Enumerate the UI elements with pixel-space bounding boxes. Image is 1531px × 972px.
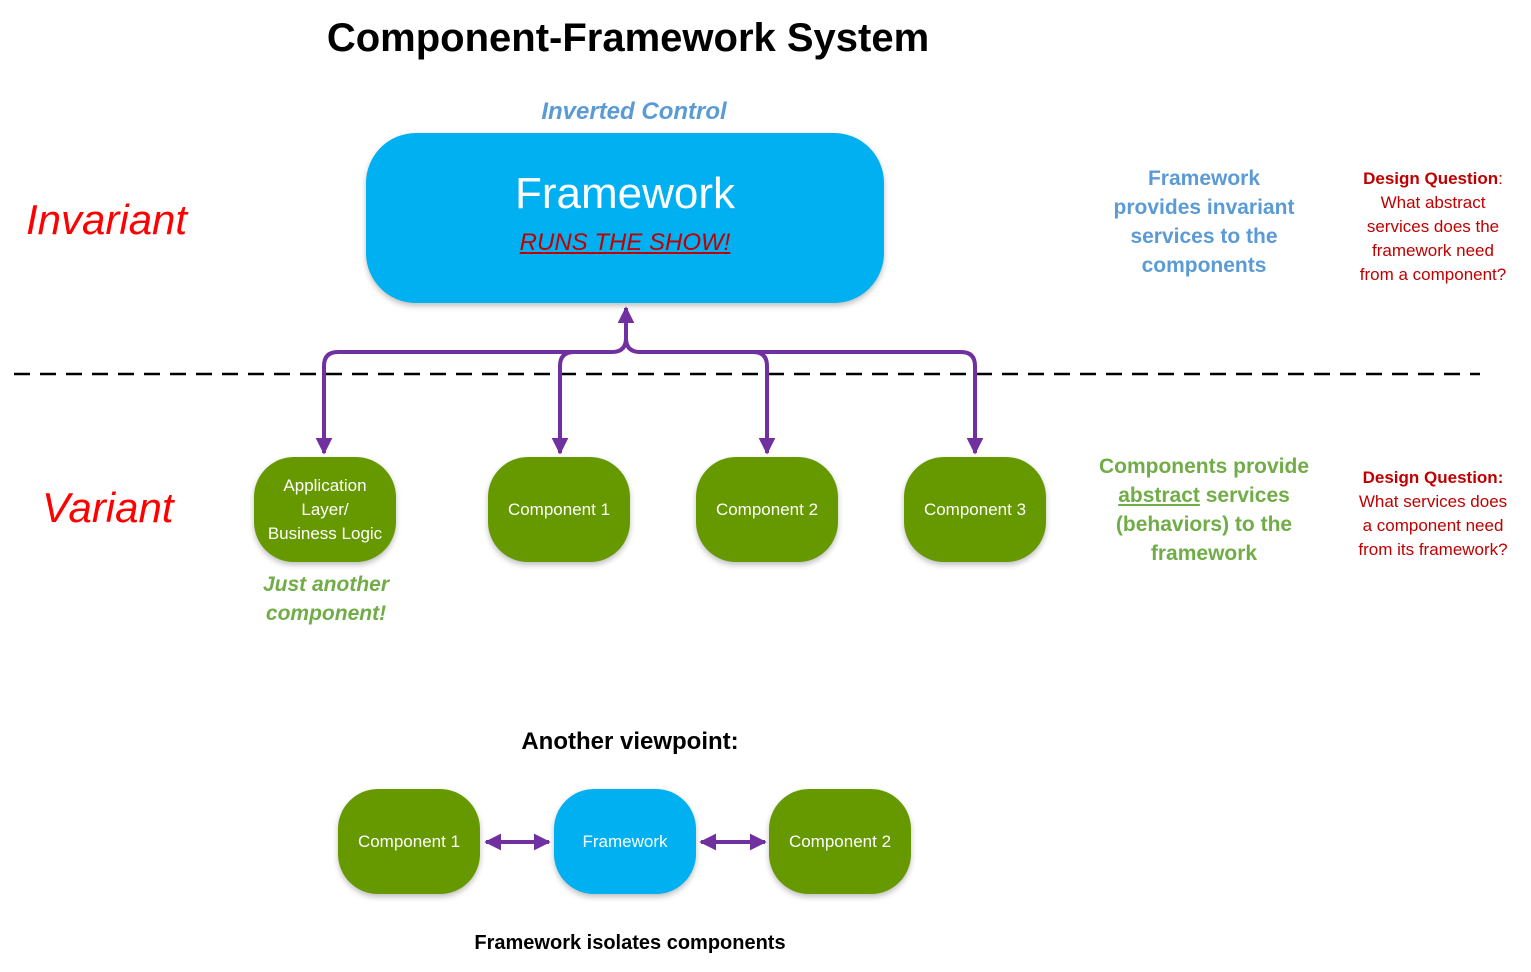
just-another-line-1: Just another [262,573,390,596]
framework-description-line: Framework [1147,167,1261,190]
just-another-line-2: component! [265,602,387,625]
viewpoint-component-2-label: Component 2 [788,831,892,851]
framework-isolates-caption: Framework isolates components [474,932,786,954]
component-2-label: Component 2 [715,499,819,519]
design-question-heading: Design Question [1363,169,1499,188]
just-another-component-note: Just another component! [226,570,426,628]
application-layer-line-2: Layer/ [301,499,349,519]
design-question-framework: Design Question: What abstract services … [1338,167,1528,287]
diagram-title: Component-Framework System [326,16,930,60]
components-description: Components provide abstract services (be… [1094,452,1314,568]
invariant-label: Invariant [26,196,188,243]
another-viewpoint-heading: Another viewpoint: [521,728,739,755]
application-layer-box: Application Layer/ Business Logic [254,457,396,562]
viewpoint-component-1-box: Component 1 [338,789,480,894]
arrow-to-component-3 [753,350,984,455]
components-description-line: Components provide [1098,455,1309,478]
viewpoint-framework-label: Framework [582,831,668,851]
arrow-to-application-layer [315,337,628,455]
framework-subtitle: RUNS THE SHOW! [519,229,731,256]
arrow-to-component-1 [551,350,612,455]
application-layer-line-1: Application [283,475,367,495]
components-description-line: (behaviors) to the [1115,513,1293,536]
framework-description: Framework provides invariant services to… [1094,164,1314,280]
framework-description-line: components [1141,254,1267,277]
components-description-fragment: services [1199,484,1290,507]
component-3-box: Component 3 [904,457,1046,562]
components-description-line: abstract services [1094,481,1314,510]
design-question-component: Design Question: What services does a co… [1338,466,1528,562]
application-layer-line-3: Business Logic [267,523,383,543]
abstract-emphasis: abstract [1118,484,1200,507]
component-3-label: Component 3 [923,499,1027,519]
design-question-line: from its framework? [1358,540,1508,559]
framework-description-line: services to the [1130,225,1278,248]
design-question-colon: : [1498,169,1503,188]
inverted-control-label: Inverted Control [541,98,727,125]
design-question-line: What abstract [1380,193,1486,212]
viewpoint-framework-box: Framework [554,789,696,894]
design-question-line: a component need [1362,516,1504,535]
components-description-line: framework [1150,542,1258,565]
design-question-heading: Design Question: [1362,468,1504,487]
viewpoint-component-2-box: Component 2 [769,789,911,894]
design-question-line: framework need [1372,241,1494,260]
component-2-box: Component 2 [696,457,838,562]
component-1-label: Component 1 [507,499,611,519]
design-question-line: services does the [1366,217,1500,236]
framework-title: Framework [514,169,736,218]
viewpoint-component-1-label: Component 1 [357,831,461,851]
design-question-line: from a component? [1359,265,1507,284]
framework-box: Framework RUNS THE SHOW! [366,133,884,303]
variant-label: Variant [42,484,174,531]
framework-description-line: provides invariant [1113,196,1295,219]
design-question-line: What services does [1358,492,1508,511]
arrow-to-component-2 [624,337,776,455]
component-1-box: Component 1 [488,457,630,562]
